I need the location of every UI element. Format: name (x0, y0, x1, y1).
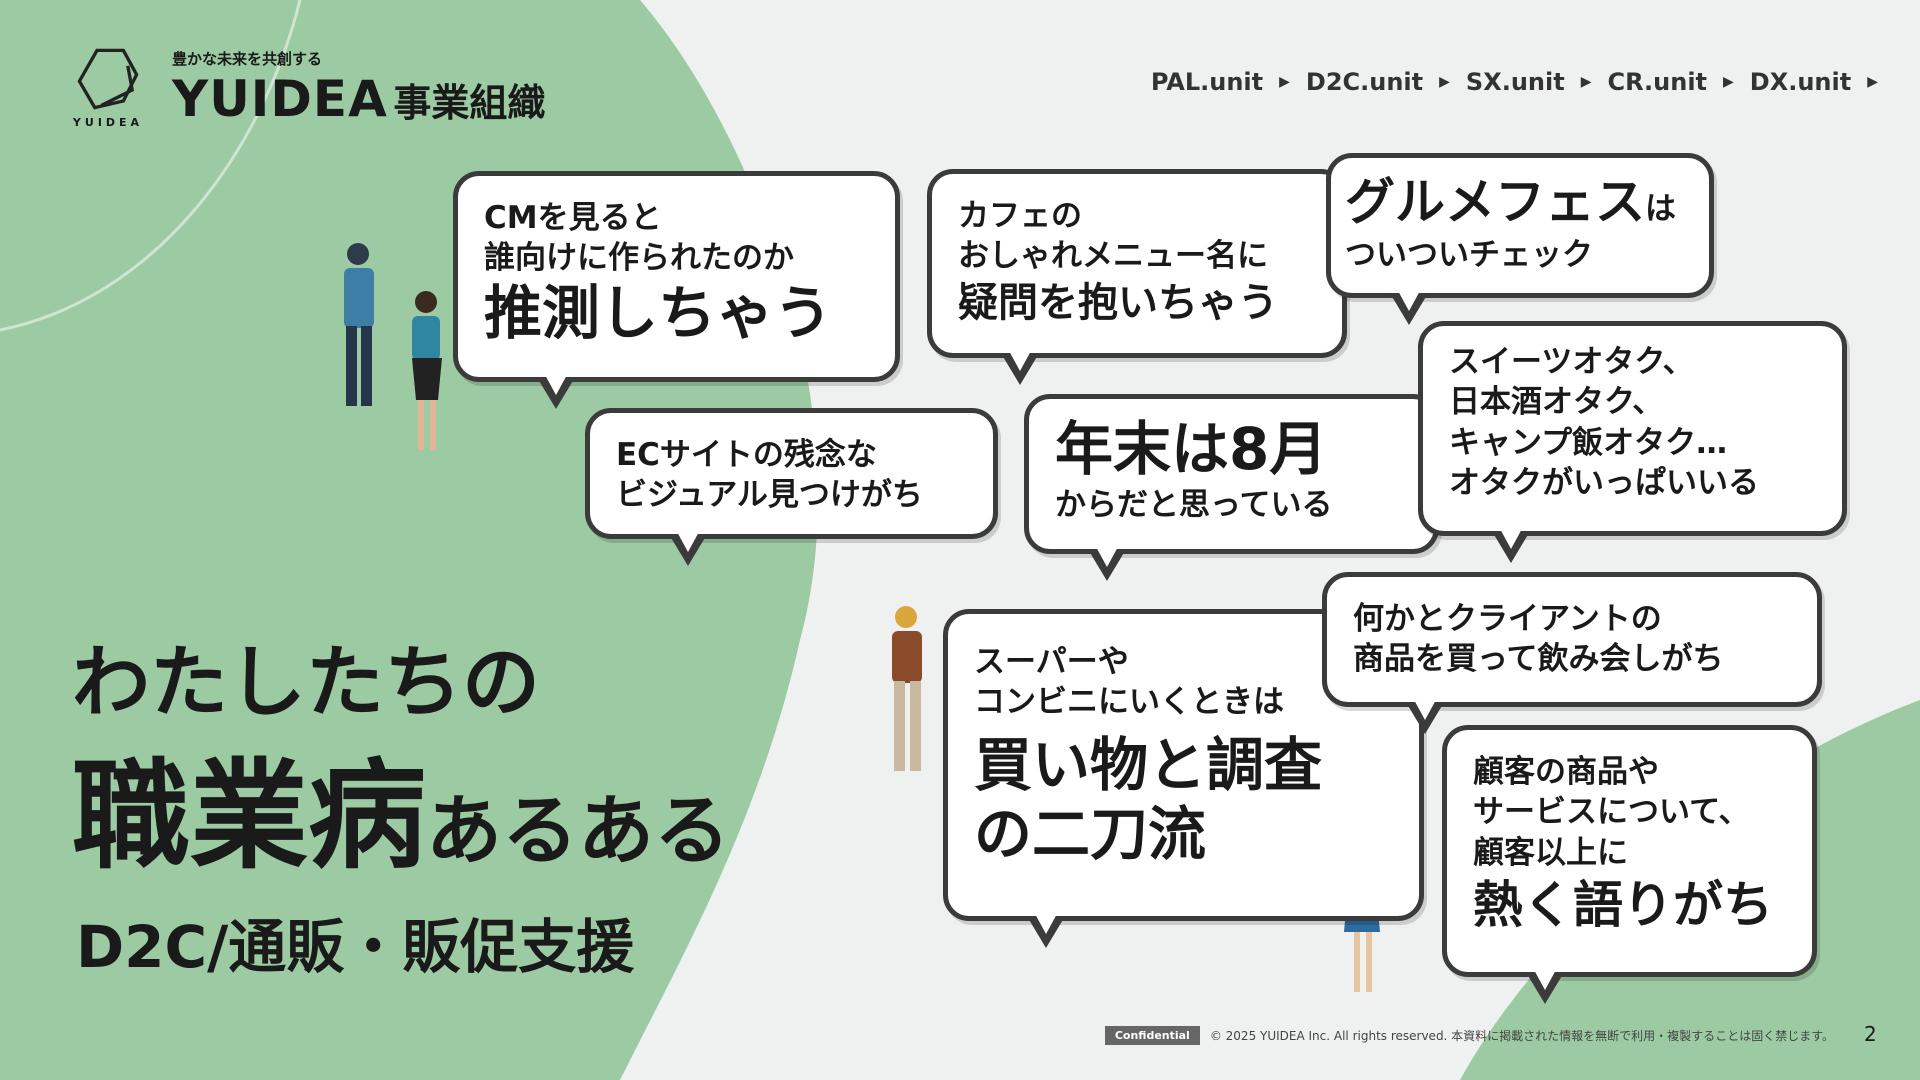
logo: YUIDEA (68, 46, 148, 129)
speech-bubble-gourmet: グルメフェスは ついついチェック (1326, 153, 1714, 325)
page-title: YUIDEA 事業組織 (172, 70, 545, 128)
bubble-text: コンビニにいくときは (974, 684, 1284, 721)
bubble-text: 商品を買って飲み会しがち (1353, 641, 1724, 678)
logo-text: YUIDEA (72, 116, 144, 129)
page-number: 2 (1864, 1022, 1877, 1046)
tagline: 豊かな未来を共創する (172, 50, 323, 68)
bubble-text: キャンプ飯オタク… (1449, 424, 1728, 461)
bubble-text: カフェの (958, 198, 1082, 234)
hero-aruaru: あるある (426, 786, 731, 875)
nav-dx[interactable]: DX.unit (1749, 68, 1852, 96)
bubble-tail (1527, 968, 1563, 1004)
bubble-text: ビジュアル見つけがち (616, 477, 923, 514)
bubble-tail (670, 530, 706, 566)
footer: Confidential © 2025 YUIDEA Inc. All righ… (1104, 1026, 1834, 1045)
bubble-text: オタクがいっぱいいる (1449, 464, 1759, 501)
person-illustration-man (892, 606, 922, 771)
speech-bubble-cm: CMを見ると 誰向けに作られたのか 推測しちゃう (453, 171, 900, 409)
hero-subtitle: D2C/通販・販促支援 (76, 913, 635, 981)
bubble-text: 誰向けに作られたのか (484, 240, 794, 277)
bubble-tail (1391, 289, 1427, 325)
title-suffix: 事業組織 (393, 81, 546, 125)
bubble-tail (1028, 912, 1064, 948)
bubble-emphasis: の二刀流 (974, 800, 1207, 869)
bubble-text: おしゃれメニュー名に (958, 238, 1268, 275)
decor-arc (0, 0, 302, 332)
bubble-emphasis: 熱く語りがち (1473, 875, 1773, 934)
arrow-right-icon: ▶ (1723, 74, 1734, 90)
bubble-tail (1089, 545, 1125, 581)
arrow-right-icon: ▶ (1279, 74, 1290, 90)
bubble-text: CMを見ると (484, 200, 662, 236)
arrow-right-icon: ▶ (1439, 74, 1450, 90)
bubble-tail (1407, 698, 1443, 734)
copyright: © 2025 YUIDEA Inc. All rights reserved. … (1209, 1029, 1834, 1043)
bubble-text: は (1645, 191, 1676, 227)
speech-bubble-otaku: スイーツオタク、 日本酒オタク、 キャンプ飯オタク… オタクがいっぱいいる (1418, 321, 1847, 563)
bubble-emphasis: 推測しちゃう (484, 278, 833, 347)
bubble-text: スイーツオタク、 (1449, 344, 1694, 380)
hero-keyword: 職業病 (72, 747, 427, 885)
bubble-emphasis: 買い物と調査 (974, 730, 1323, 799)
bubble-text: 日本酒オタク、 (1449, 384, 1664, 421)
bubble-text: スーパーや (974, 644, 1129, 680)
speech-bubble-year-end: 年末は8月 からだと思っている (1024, 394, 1439, 581)
bubble-emphasis: 疑問を抱いちゃう (958, 279, 1278, 326)
nav-d2c[interactable]: D2C.unit (1305, 68, 1424, 96)
bubble-tail (538, 373, 574, 409)
bubble-text: 何かとクライアントの (1353, 601, 1662, 637)
nav-pal[interactable]: PAL.unit (1150, 68, 1264, 96)
nav-cr[interactable]: CR.unit (1607, 68, 1708, 96)
confidential-badge: Confidential (1104, 1026, 1200, 1045)
logo-hexagon-icon (77, 48, 139, 110)
speech-bubble-cafe: カフェの おしゃれメニュー名に 疑問を抱いちゃう (927, 169, 1347, 385)
bubble-text: ECサイトの残念な (616, 437, 877, 473)
bubble-emphasis: 年末は8月 (1055, 415, 1328, 483)
hero-line1: わたしたちの (72, 638, 541, 728)
bubble-text: 顧客の商品や (1473, 754, 1659, 790)
bubble-text: ついついチェック (1345, 237, 1593, 273)
bubble-text: 顧客以上に (1473, 834, 1628, 871)
bubble-tail (1493, 527, 1529, 563)
nav-sx[interactable]: SX.unit (1465, 68, 1565, 96)
hero-line2: 職業病あるある (72, 720, 730, 891)
bubble-emphasis: グルメフェス (1345, 173, 1645, 231)
people-illustration-couple (344, 243, 442, 450)
arrow-right-icon: ▶ (1580, 74, 1592, 90)
arrow-right-icon: ▶ (1867, 74, 1878, 90)
bubble-text: からだと思っている (1055, 486, 1333, 523)
speech-bubble-client: 何かとクライアントの 商品を買って飲み会しがち (1322, 572, 1822, 734)
speech-bubble-ec: ECサイトの残念な ビジュアル見つけがち (585, 408, 998, 566)
title-yuidea: YUIDEA (172, 70, 388, 128)
bubble-tail (1002, 349, 1038, 385)
unit-nav: PAL.unit ▶ D2C.unit ▶ SX.unit ▶ CR.unit ▶ DX… (1151, 68, 1878, 96)
bubble-text: サービスについて、 (1473, 794, 1750, 831)
speech-bubble-customer: 顧客の商品や サービスについて、 顧客以上に 熱く語りがち (1442, 725, 1817, 1004)
